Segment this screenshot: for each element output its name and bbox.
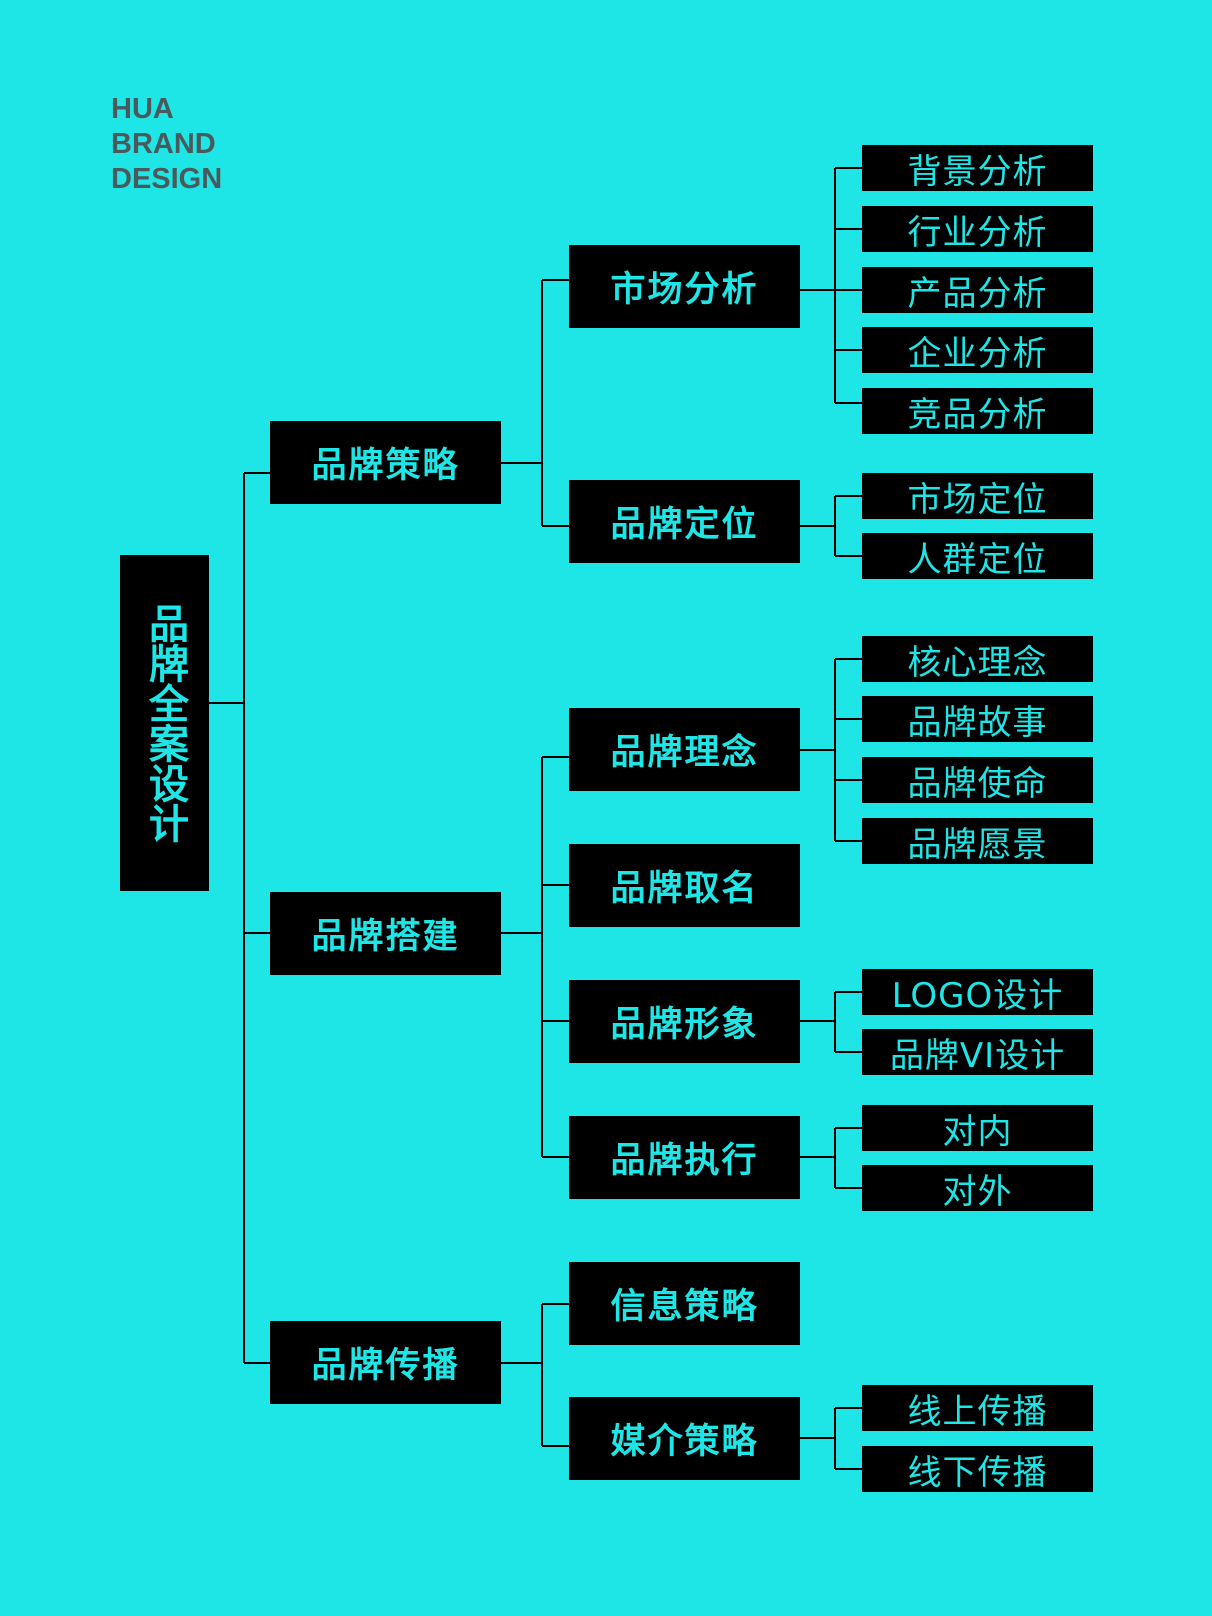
node-market-analysis: 市场分析 <box>569 245 800 328</box>
connector-positioning <box>800 495 862 557</box>
connector-building <box>501 756 569 1158</box>
node-brand-vision: 品牌愿景 <box>862 818 1093 865</box>
node-brand-vi-design: 品牌VI设计 <box>862 1029 1093 1076</box>
node-brand-execution: 品牌执行 <box>569 1116 800 1199</box>
node-product-analysis: 产品分析 <box>862 267 1093 314</box>
node-background-analysis: 背景分析 <box>862 145 1093 192</box>
node-offline-communication: 线下传播 <box>862 1446 1093 1493</box>
node-brand-communication: 品牌传播 <box>270 1321 501 1404</box>
node-market-positioning: 市场定位 <box>862 473 1093 520</box>
connector-media <box>800 1407 862 1470</box>
connector-concept <box>800 658 862 842</box>
node-external: 对外 <box>862 1165 1093 1212</box>
node-brand-story: 品牌故事 <box>862 696 1093 743</box>
node-competitor-analysis: 竞品分析 <box>862 388 1093 435</box>
node-brand-positioning: 品牌定位 <box>569 480 800 563</box>
connector-communication <box>501 1303 569 1447</box>
node-core-concept: 核心理念 <box>862 636 1093 683</box>
brand-logo: HUA BRAND DESIGN <box>111 92 222 197</box>
node-info-strategy: 信息策略 <box>569 1262 800 1345</box>
node-brand-image: 品牌形象 <box>569 980 800 1063</box>
connector-market-analysis <box>800 167 862 404</box>
connector-root <box>209 472 270 1364</box>
logo-line-design: DESIGN <box>111 163 223 195</box>
node-internal: 对内 <box>862 1105 1093 1152</box>
connector-image <box>800 991 862 1053</box>
connector-execution <box>800 1127 862 1189</box>
root-node: 品牌全案设计 <box>120 555 209 891</box>
node-audience-positioning: 人群定位 <box>862 533 1093 580</box>
node-brand-naming: 品牌取名 <box>569 844 800 927</box>
logo-line-hua: HUA <box>111 93 174 125</box>
node-enterprise-analysis: 企业分析 <box>862 327 1093 374</box>
node-brand-strategy: 品牌策略 <box>270 421 501 504</box>
node-industry-analysis: 行业分析 <box>862 206 1093 253</box>
node-online-communication: 线上传播 <box>862 1385 1093 1432</box>
logo-line-brand: BRAND <box>111 128 216 160</box>
node-brand-concept: 品牌理念 <box>569 708 800 791</box>
node-media-strategy: 媒介策略 <box>569 1397 800 1480</box>
node-brand-building: 品牌搭建 <box>270 892 501 975</box>
connector-strategy <box>501 279 569 527</box>
node-brand-mission: 品牌使命 <box>862 757 1093 804</box>
node-logo-design: LOGO设计 <box>862 969 1093 1016</box>
